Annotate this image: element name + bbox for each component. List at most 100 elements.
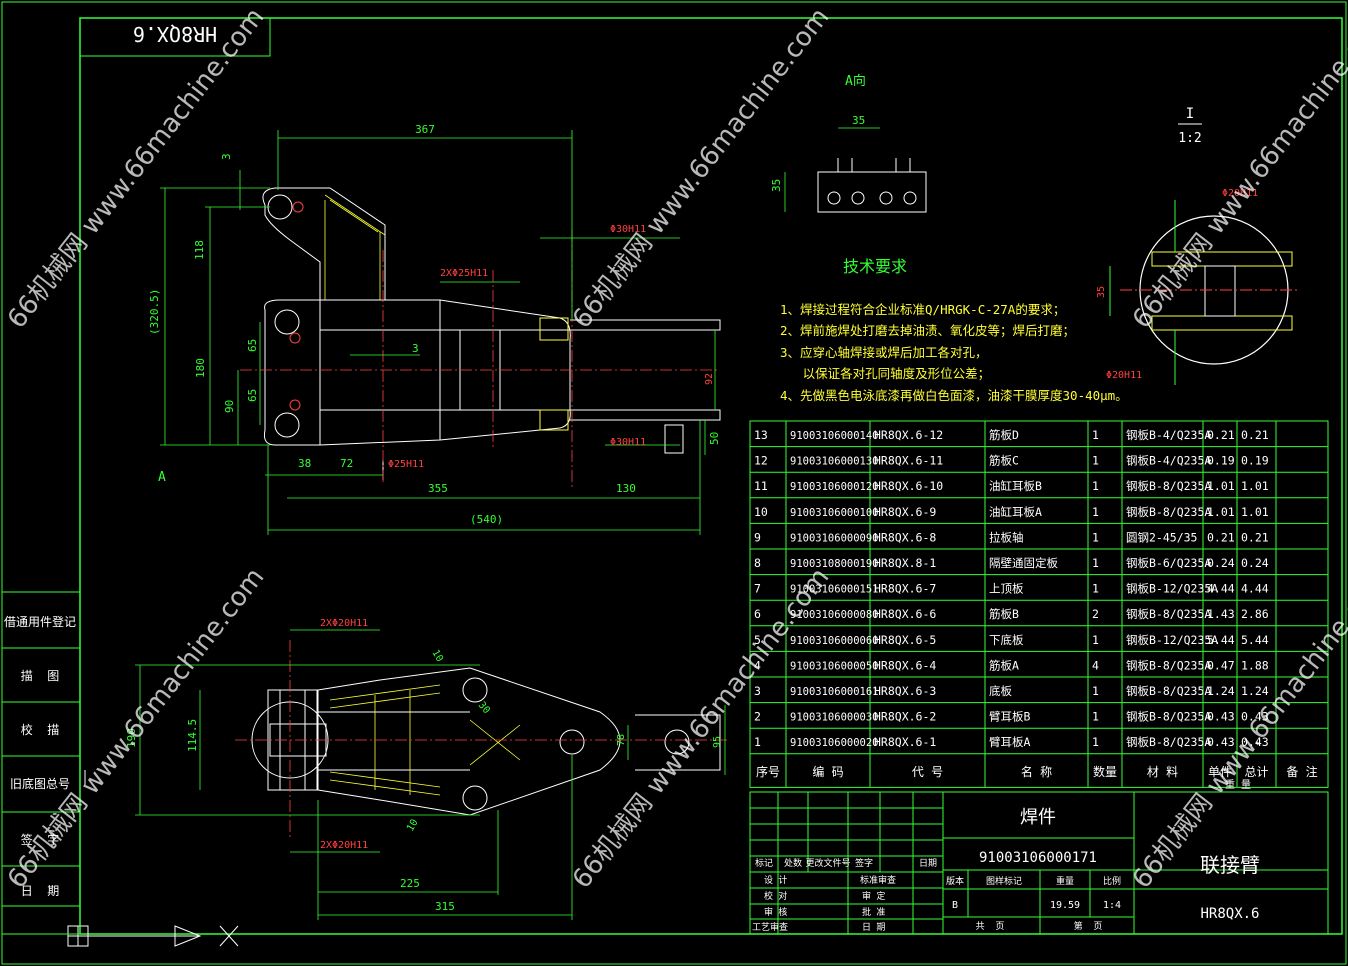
stage-header-4: 比例: [1103, 875, 1121, 887]
dim-3-top: 3: [220, 153, 233, 160]
bom-cell: 91003106000030: [790, 712, 879, 724]
tech-line-2: 2、焊前施焊处打磨去掉油渍、氧化皮等；焊后打磨；: [780, 323, 1075, 338]
view-a-height: 35: [770, 179, 783, 192]
bom-cell: 0.21: [1241, 530, 1269, 544]
bom-cell: 1.01: [1241, 505, 1269, 519]
bom-cell: 钢板B-8/Q235A: [1126, 684, 1211, 698]
dim-3-mid: 3: [412, 342, 419, 355]
bom-cell: 0.43: [1207, 735, 1235, 749]
bom-cell: 0.43: [1241, 735, 1269, 749]
role2-4: 日 期: [862, 922, 885, 933]
bom-cell: 7: [754, 582, 761, 596]
role-4: 工艺审查: [752, 921, 788, 933]
bom-cell: 1.43: [1207, 607, 1235, 621]
bom-cell: 91003108000190: [790, 558, 879, 570]
bom-cell: 1.01: [1241, 479, 1269, 493]
bom-cell: 钢板B-8/Q235A: [1126, 735, 1211, 749]
bom-cell: 2: [1092, 607, 1099, 621]
sheet-total: 共 页: [976, 921, 1005, 932]
bom-cell: HR8QX.6-8: [874, 530, 936, 544]
bom-header: 数量: [1093, 764, 1117, 779]
section-scale: 1:2: [1178, 131, 1201, 146]
dim-25h11: Φ25H11: [388, 459, 424, 470]
section-label: I: [1186, 106, 1194, 122]
dim-355: 355: [428, 482, 448, 495]
bom-cell: HR8QX.6-2: [874, 710, 936, 724]
bom-cell: 4: [1092, 658, 1099, 672]
bom-cell: 91003106000050: [790, 660, 879, 672]
rev-header-3: 更改文件号: [805, 857, 850, 869]
bom-cell: 筋板C: [989, 454, 1019, 468]
dim-38: 38: [298, 457, 311, 470]
bom-cell: 1.01: [1207, 479, 1235, 493]
stage-header-1: 版本: [946, 875, 964, 887]
bom-cell: 圆钢2-45/35: [1126, 530, 1197, 544]
mirrored-code-text: HR8QX.6: [133, 22, 217, 46]
bom-cell: 91003106000140: [790, 430, 879, 442]
stage-header-2: 图样标记: [986, 875, 1022, 887]
bom-cell: HR8QX.6-11: [874, 454, 943, 468]
dim-114-5: 114.5: [186, 719, 199, 752]
tech-heading: 技术要求: [843, 257, 907, 276]
bom-header: 代 号: [912, 765, 943, 779]
stage-value-3: 19.59: [1050, 900, 1080, 911]
bom-cell: 4: [754, 658, 761, 672]
bom-cell: 91003106000020: [790, 737, 879, 749]
bom-cell: HR8QX.8-1: [874, 556, 936, 570]
bom-cell: 筋板A: [989, 658, 1019, 672]
bom-cell: 0.21: [1207, 530, 1235, 544]
role-1: 设 计: [764, 874, 787, 886]
bom-cell: 1.01: [1207, 505, 1235, 519]
bom-cell: 91003106000130: [790, 456, 879, 468]
bom-table-grid: [749, 420, 1329, 788]
bom-cell: 5.44: [1241, 633, 1269, 647]
side-label-4: 旧底图总号: [10, 776, 70, 791]
bom-cell: 1: [1092, 530, 1099, 544]
front-view-hatch: [324, 194, 386, 300]
bom-cell: HR8QX.6-6: [874, 607, 936, 621]
bom-cell: 钢板B-4/Q235A: [1126, 454, 1211, 468]
bom-header: 备 注: [1286, 764, 1317, 779]
bom-cell: 1: [1092, 735, 1099, 749]
bom-cell: 91003106000100: [790, 507, 879, 519]
bom-cell: 91003106000161: [790, 686, 879, 698]
bom-cell: 1: [1092, 479, 1099, 493]
dim-50: 50: [708, 432, 721, 445]
bom-cell: 10: [754, 505, 768, 519]
dim-320-5: (320.5): [148, 289, 161, 335]
dim-130: 130: [616, 482, 636, 495]
bom-cell: 6: [754, 607, 761, 621]
bom-cell: 1: [1092, 710, 1099, 724]
bom-cell: 臂耳板B: [989, 710, 1030, 724]
bom-header: 材 料: [1147, 765, 1178, 779]
bom-cell: 0.24: [1207, 556, 1235, 570]
marker-a: A: [158, 470, 166, 485]
bom-cell: 4.44: [1207, 582, 1235, 596]
bom-cell: 1: [1092, 428, 1099, 442]
dim-90: 90: [223, 400, 236, 413]
role2-1: 标准审查: [860, 874, 896, 886]
bom-cell: 1.24: [1241, 684, 1269, 698]
stage-header-3: 重量: [1056, 875, 1074, 887]
dim-2x20h11-bot: 2XΦ20H11: [320, 840, 368, 851]
title-part-type: 焊件: [1020, 807, 1056, 828]
bom-cell: 0.24: [1241, 556, 1269, 570]
bom-cell: HR8QX.6-1: [874, 735, 936, 749]
bom-cell: 13: [754, 428, 768, 442]
rev-header-5: 日期: [919, 858, 937, 869]
bom-cell: 拉板轴: [989, 530, 1024, 544]
dim-118: 118: [193, 240, 206, 260]
section-dim-20h11-top: Φ20H11: [1222, 188, 1258, 199]
bom-cell: 钢板B-8/Q235A: [1126, 505, 1211, 519]
bom-cell: 91003106000060: [790, 635, 879, 647]
bom-header: 序号: [756, 764, 780, 779]
dim-78: 78: [616, 734, 627, 746]
role-3: 审 核: [764, 906, 787, 918]
dim-2x25h11: 2XΦ25H11: [440, 268, 488, 279]
bom-cell: 91003106000120: [790, 481, 879, 493]
dim-367: 367: [415, 123, 435, 136]
bom-cell: 1: [1092, 556, 1099, 570]
bom-cell: 1.88: [1241, 658, 1269, 672]
